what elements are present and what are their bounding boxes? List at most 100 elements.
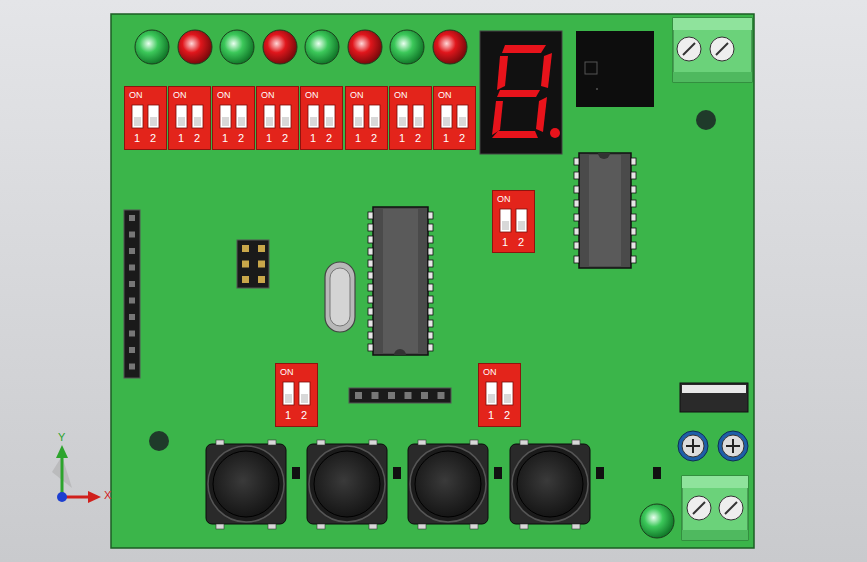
header-pin [129,331,135,337]
switch-slot [413,105,424,128]
ic-pin [428,332,433,339]
ic-pin [574,214,579,221]
switch-lever [150,117,157,126]
switch-number: 1 [222,133,228,144]
switch-slot [264,105,275,128]
ic-pin [574,228,579,235]
switch-number: 1 [355,133,361,144]
header-pin [355,392,362,399]
switch-lever [310,117,317,126]
button-lead [369,524,377,529]
switch-slot [516,209,527,232]
switch-lever [502,221,509,230]
header-pin [242,276,249,283]
ic-pin [368,236,373,243]
button-ring [512,446,588,522]
dip-switch: ON12 [433,86,476,150]
mount-hole [149,431,169,451]
switch-label: ON [394,91,408,100]
ic-pin [428,284,433,291]
header-pin [438,392,445,399]
ic-pin [574,256,579,263]
switch-lever [178,117,185,126]
axis-label: X [104,490,111,501]
button-ring [208,446,284,522]
switch-lever [222,117,229,126]
switch-slot [397,105,408,128]
ic-pin [368,284,373,291]
switch-label: ON [261,91,275,100]
switch-slot [441,105,452,128]
button-lead [418,440,426,445]
axis-triad [52,445,101,503]
header-pin [258,276,265,283]
smd-part [292,467,661,479]
switch-number: 2 [459,133,465,144]
switch-number: 1 [488,410,494,421]
switch-number: 1 [310,133,316,144]
switch-lever [326,117,333,126]
button-lead [216,440,224,445]
switch-lever [371,117,378,126]
led-row [135,30,467,64]
dip-switch: ON12 [256,86,299,150]
switch-lever [459,117,466,126]
switch-slot [280,105,291,128]
header-pin [421,392,428,399]
switch-slot [500,209,511,232]
header-pin [258,261,265,268]
switch-lever [285,394,292,403]
switch-lever [488,394,495,403]
switch-slot [486,382,497,405]
ic-chip [579,153,631,268]
button-body [307,444,387,524]
switch-slot [192,105,203,128]
switch-number: 2 [371,133,377,144]
connector [680,383,748,412]
mount-hole [696,110,716,130]
ic-pin [428,320,433,327]
switch-number: 2 [238,133,244,144]
switch-lever [238,117,245,126]
button-lead [268,440,276,445]
dip-switch: ON12 [275,363,318,427]
dip-switch: ON 12 [492,190,535,253]
dip-switch: ON12 [124,86,167,150]
jumper-header [237,240,269,288]
axis-label: Y [58,432,65,443]
pin-header [124,210,140,378]
button-lead [470,440,478,445]
header-pin [129,232,135,238]
switch-number: 1 [266,133,272,144]
led [640,504,674,538]
switch-number: 1 [399,133,405,144]
switch-label: ON [483,368,497,377]
button-lead [268,524,276,529]
button-lead [572,524,580,529]
switch-slot [457,105,468,128]
ic-pin [631,200,636,207]
crystal [325,262,355,332]
switch-number: 2 [518,237,524,248]
ic-pin [428,272,433,279]
ic-pin [574,186,579,193]
ic-pin [631,256,636,263]
dip-switch: ON 12 [300,86,343,150]
switch-number: 1 [502,237,508,248]
switch-lever [399,117,406,126]
button-ring [309,446,385,522]
header-pin [129,281,135,287]
switch-number: 2 [326,133,332,144]
button-body [408,444,488,524]
switch-label: ON [497,195,511,204]
header-pin [129,314,135,320]
header-pin [388,392,395,399]
switch-slot [353,105,364,128]
switch-lever [134,117,141,126]
switch-label: ON [305,91,319,100]
ic-pin [428,296,433,303]
button-cap [213,451,279,517]
header-pin [129,347,135,353]
switch-slot [220,105,231,128]
header-pin [242,261,249,268]
